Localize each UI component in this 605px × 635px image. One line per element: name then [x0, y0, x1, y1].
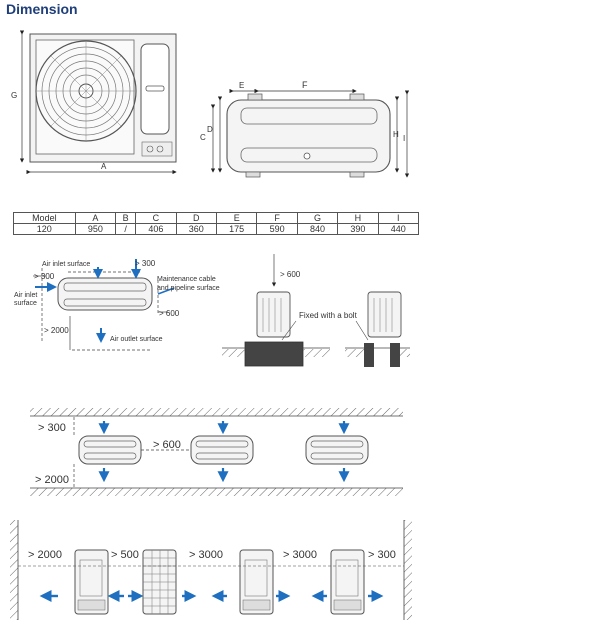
- row-top-gap-label: > 300: [38, 422, 66, 434]
- side-inlet-label-1: Air inlet: [14, 292, 37, 299]
- table-header-cell: I: [377, 212, 420, 224]
- table-header-cell: A: [74, 212, 117, 224]
- mounting-top-gap-label: > 600: [280, 270, 301, 279]
- front-installation-diagram: > 2000 > 500 > 3000 > 3000 > 300: [10, 520, 412, 620]
- maintenance-label-1: Maintenance cable: [157, 276, 216, 283]
- table-cell: 360: [175, 223, 218, 235]
- front-gap-2-label: > 500: [111, 549, 139, 561]
- left-gap-label: > 300: [34, 272, 55, 281]
- side-view: E F C D H I: [200, 80, 410, 178]
- clearance-diagram: Air inlet surface > 300 > 300 Air inlet …: [14, 259, 220, 351]
- front-gap-3-label: > 3000: [189, 549, 223, 561]
- air-outlet-surface-label: Air outlet surface: [110, 336, 163, 343]
- table-header-cell: E: [215, 212, 258, 224]
- table-row: 120 950 / 406 360 175 590 840 390 440: [13, 223, 420, 235]
- table-cell: 390: [337, 223, 379, 235]
- mounting-diagram: > 600 Fixed with a bolt: [222, 254, 410, 367]
- table-header-cell: B: [115, 212, 137, 224]
- front-gap-5-label: > 300: [368, 549, 396, 561]
- dim-label-e: E: [239, 81, 244, 90]
- bottom-gap-label: > 2000: [44, 326, 69, 335]
- maintenance-label-2: and pipeline surface: [157, 285, 220, 292]
- table-header-row: Model A B C D E F G H I: [13, 212, 420, 224]
- row-installation-diagram: > 300 > 600 > 2000: [30, 408, 403, 496]
- right-gap-label: > 600: [159, 309, 180, 318]
- front-view: G A: [11, 30, 177, 175]
- dim-label-d: D: [207, 125, 213, 134]
- table-header-cell: F: [256, 212, 298, 224]
- table-cell: 175: [215, 223, 258, 235]
- table-cell: 950: [74, 223, 117, 235]
- table-cell: 840: [296, 223, 339, 235]
- page-title: Dimension: [6, 1, 78, 17]
- fan-grille: [35, 40, 137, 142]
- top-gap-label: > 300: [135, 259, 156, 268]
- table-cell: 406: [135, 223, 177, 235]
- fixed-with-bolt-label: Fixed with a bolt: [299, 311, 358, 320]
- row-between-gap-label: > 600: [153, 439, 181, 451]
- dim-label-h: H: [393, 130, 399, 139]
- air-inlet-surface-label: Air inlet surface: [42, 261, 90, 268]
- side-inlet-label-2: surface: [14, 300, 37, 307]
- dim-label-a: A: [101, 162, 107, 171]
- front-gap-1-label: > 2000: [28, 549, 62, 561]
- dim-label-c: C: [200, 133, 206, 142]
- table-cell: 440: [377, 223, 420, 235]
- dim-label-i: I: [403, 134, 405, 143]
- table-header-cell: Model: [13, 212, 76, 224]
- table-header-cell: C: [135, 212, 177, 224]
- dim-label-g: G: [11, 91, 17, 100]
- table-header-cell: D: [175, 212, 218, 224]
- table-cell: /: [115, 223, 137, 235]
- table-cell: 590: [256, 223, 298, 235]
- table-header-cell: G: [296, 212, 339, 224]
- row-bottom-gap-label: > 2000: [35, 474, 69, 486]
- dimension-spec-table: Model A B C D E F G H I 120 950 / 406 36…: [13, 212, 420, 235]
- table-header-cell: H: [337, 212, 379, 224]
- front-gap-4-label: > 3000: [283, 549, 317, 561]
- dim-label-f: F: [302, 80, 308, 90]
- table-cell: 120: [13, 223, 76, 235]
